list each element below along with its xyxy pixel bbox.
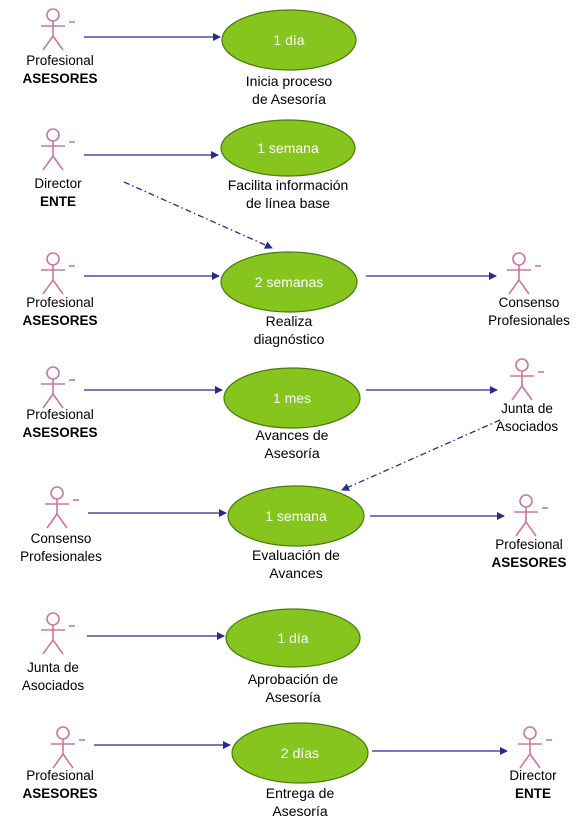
- use-case-ellipse: [220, 119, 356, 177]
- use-case-label: Facilita información de línea base: [198, 176, 378, 212]
- actor-organization: ASESORES: [22, 71, 98, 86]
- actor-icon: [41, 252, 75, 295]
- actor-icon: [41, 128, 75, 171]
- use-case-ellipse: [220, 251, 358, 313]
- actor-role: Profesional: [26, 768, 94, 783]
- use-case-duration: 1 día: [273, 32, 305, 48]
- use-case-label-line: Facilita información: [227, 177, 349, 193]
- use-case-ellipse: [227, 485, 365, 547]
- use-case-label-line: Entrega de: [265, 785, 335, 801]
- use-case-ellipse: [225, 608, 361, 668]
- actor-organization: Asociados: [495, 419, 559, 434]
- dashed-association-arrow: [341, 419, 501, 491]
- use-case-duration: 1 mes: [272, 390, 312, 406]
- actor-role: Junta de: [501, 401, 553, 416]
- actor-role: Profesional: [26, 295, 94, 310]
- actor-organization: ENTE: [39, 194, 76, 209]
- use-case-label: Avances de Asesoría: [202, 426, 382, 462]
- use-case-duration: 2 días: [280, 745, 320, 761]
- use-case-duration: 1 semana: [265, 508, 327, 524]
- use-case-ellipse: [231, 722, 369, 784]
- actor-icon: [51, 726, 85, 769]
- actor-label: Junta de Asociados: [0, 659, 123, 695]
- use-case-label-line: diagnóstico: [253, 331, 325, 347]
- use-case-ellipse: [221, 9, 357, 71]
- use-case-duration: 1 semana: [257, 140, 319, 156]
- actor-icon: [518, 726, 552, 769]
- use-case-label: Evaluación de Avances: [206, 546, 386, 582]
- use-case-label-line: de Asesoría: [252, 91, 326, 107]
- actor-organization: Asociados: [21, 678, 85, 693]
- actor-icon: [41, 612, 75, 655]
- actor-organization: Profesionales: [488, 313, 570, 328]
- use-case-label: Entrega de Asesoría: [210, 784, 390, 820]
- actor-icon: [507, 252, 541, 295]
- use-case-label-line: Aprobación de: [247, 671, 339, 687]
- actor-organization: ASESORES: [22, 425, 98, 440]
- use-case-label: Aprobación de Asesoría: [203, 670, 383, 706]
- actor-icon: [45, 486, 79, 529]
- actor-role: Consenso: [30, 531, 92, 546]
- actor-organization: ASESORES: [491, 555, 567, 570]
- use-case-label-line: Asesoría: [272, 803, 328, 819]
- actor-organization: Profesionales: [20, 549, 102, 564]
- use-case-label-line: Avances de: [255, 427, 329, 443]
- actor-role: Profesional: [495, 537, 563, 552]
- dashed-association-arrow: [123, 181, 273, 249]
- actor-role: Consenso: [498, 295, 560, 310]
- use-case-ellipse: [223, 367, 361, 429]
- use-case-label-line: de línea base: [245, 195, 331, 211]
- actor-organization: ENTE: [514, 786, 551, 801]
- actor-organization: ASESORES: [22, 786, 98, 801]
- actor-label: Junta de Asociados: [457, 400, 576, 436]
- actor-icon: [41, 366, 75, 409]
- use-case-label-line: Avances: [269, 565, 323, 581]
- use-case-label-line: Evaluación de: [252, 547, 340, 563]
- actor-role: Director: [34, 176, 82, 191]
- use-case-label-line: Asesoría: [265, 689, 321, 705]
- actor-icon: [510, 358, 544, 401]
- use-case-label-line: Asesoría: [264, 445, 320, 461]
- use-case-label-line: Realiza: [265, 313, 313, 329]
- actor-icon: [41, 8, 75, 51]
- actor-organization: ASESORES: [22, 313, 98, 328]
- actor-role: Junta de: [27, 660, 79, 675]
- use-case-label: Realiza diagnóstico: [199, 312, 379, 348]
- use-case-duration: 2 semanas: [254, 274, 324, 290]
- actor-icon: [514, 494, 548, 537]
- actor-role: Director: [509, 768, 557, 783]
- actor-role: Profesional: [26, 53, 94, 68]
- use-case-label: Inicia proceso de Asesoría: [199, 72, 379, 108]
- use-case-label-line: Inicia proceso: [245, 73, 333, 89]
- use-case-duration: 1 día: [277, 630, 309, 646]
- actor-role: Profesional: [26, 407, 94, 422]
